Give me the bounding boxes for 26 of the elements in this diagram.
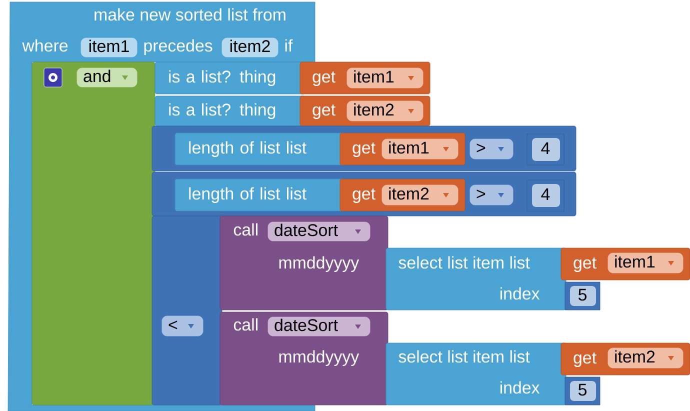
- list-block: length of list list: [174, 178, 346, 212]
- dropdown-field: item2: [382, 184, 458, 206]
- number-field: 4: [526, 134, 564, 166]
- and-block: [32, 62, 156, 406]
- dropdown-field: <: [162, 316, 204, 336]
- dropdown-field: item1: [382, 138, 458, 160]
- dropdown-field: item2: [346, 100, 424, 122]
- dropdown-field: item2: [608, 348, 684, 368]
- compare-block: [152, 216, 222, 406]
- dropdown-field: >: [470, 138, 514, 160]
- list-block: is a list? thing: [154, 62, 306, 94]
- dropdown-field: and: [76, 68, 138, 88]
- list-block: select list item list index: [386, 248, 566, 310]
- dropdown-field: >: [470, 184, 514, 206]
- dropdown-field: item1: [346, 68, 424, 88]
- list-block: length of list list: [174, 132, 346, 166]
- parameter-field: item1: [80, 38, 138, 58]
- dropdown-field: item1: [608, 252, 684, 274]
- dropdown-field: dateSort: [268, 316, 370, 336]
- dropdown-field: dateSort: [268, 222, 370, 242]
- number-field: 4: [526, 180, 564, 212]
- number-field: 5: [564, 376, 600, 406]
- list-block: is a list? thing: [154, 96, 306, 126]
- parameter-field: item2: [222, 38, 278, 58]
- number-field: 5: [564, 282, 600, 310]
- list-block: select list item list index: [386, 342, 566, 406]
